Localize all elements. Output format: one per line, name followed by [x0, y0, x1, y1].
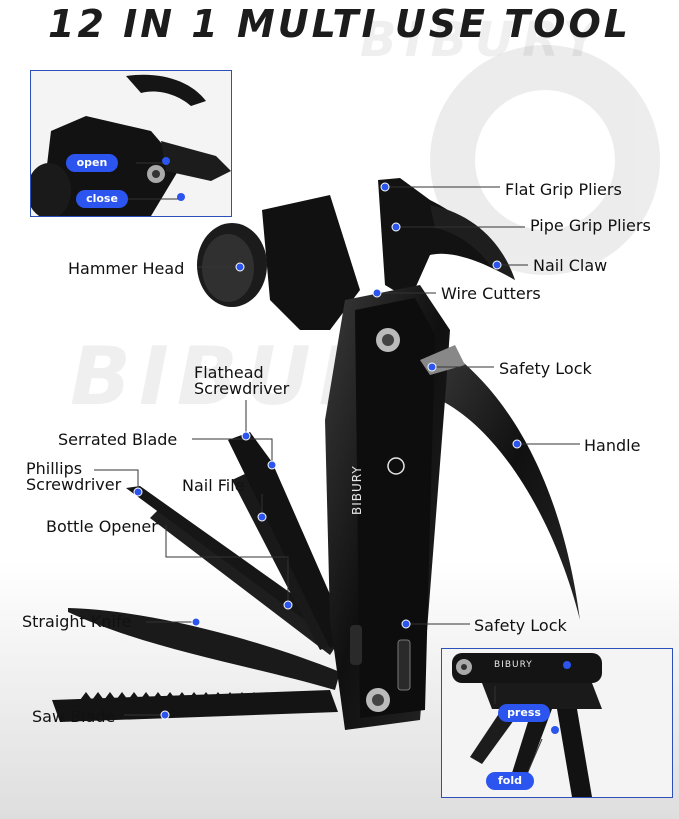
fold-pill: fold: [486, 772, 534, 790]
leader-lines: [94, 186, 580, 716]
bottle-opener: [150, 508, 340, 655]
inset-open-close: open close: [30, 70, 232, 217]
body-bevel: [355, 298, 435, 718]
dot-bottle-opener: [283, 600, 293, 610]
dot-nail-file: [257, 512, 267, 522]
dot-flathead: [241, 431, 251, 441]
label-wire-cutters: Wire Cutters: [441, 284, 541, 303]
label-bottle-opener: Bottle Opener: [46, 517, 158, 536]
label-nail-claw: Nail Claw: [533, 256, 608, 275]
label-flat-grip-pliers: Flat Grip Pliers: [505, 180, 622, 199]
dot-handle: [512, 439, 522, 449]
dot-safety-lock-bottom: [401, 619, 411, 629]
leader-phillips: [94, 469, 139, 492]
bibury-logo-watermark: [430, 45, 660, 275]
label-nail-file: Nail File: [182, 476, 245, 495]
press-pill: press: [498, 704, 550, 722]
label-serrated-blade: Serrated Blade: [58, 430, 178, 449]
dot-straight-knife: [191, 617, 201, 627]
inset-press-fold: BIBURY press fold: [441, 648, 673, 798]
pliers-head: [378, 178, 515, 300]
inset-open-close-art: [31, 74, 231, 216]
label-safety-lock-top: Safety Lock: [499, 359, 592, 378]
dot-nail-claw: [492, 260, 502, 270]
label-flathead-line2: Screwdriver: [194, 379, 290, 398]
dot-wire-cutters: [372, 288, 382, 298]
dot-saw-blade: [160, 710, 170, 720]
serrated-blade: [228, 432, 350, 648]
close-pill: close: [76, 190, 128, 208]
leader-serrated: [192, 438, 273, 465]
dot-flat-grip: [380, 182, 390, 192]
dot-pipe-grip: [391, 222, 401, 232]
label-safety-lock-bottom: Safety Lock: [474, 616, 567, 635]
straight-knife: [68, 608, 340, 690]
label-phillips-line1: Phillips: [26, 459, 83, 478]
watermark-top: BIBURY: [360, 12, 606, 68]
dot-phillips: [133, 487, 143, 497]
brand-logo-mark: [387, 457, 405, 475]
leader-dots: [133, 182, 522, 720]
hammer-body: [262, 195, 360, 330]
label-pipe-grip-pliers: Pipe Grip Pliers: [530, 216, 651, 235]
label-saw-blade: Saw Blade: [32, 707, 116, 726]
safety-lock-slider: [397, 639, 411, 691]
dot-hammer: [235, 262, 245, 272]
tool-handle: [430, 338, 580, 620]
leader-bottle-opener: [165, 525, 289, 605]
open-pill: open: [66, 154, 118, 172]
label-flathead-line1: Flathead: [194, 363, 264, 382]
main-title: 12 IN 1 MULTI USE TOOL: [48, 2, 631, 46]
label-phillips-line2: Screwdriver: [26, 475, 122, 494]
label-hammer-head: Hammer Head: [68, 259, 185, 278]
tool-brand-text: BIBURY: [350, 465, 364, 515]
saw-teeth: [80, 692, 284, 700]
nail-claw: [430, 205, 515, 280]
multitool: [52, 178, 580, 730]
dot-safety-lock-top: [427, 362, 437, 372]
inset-press-fold-art: [452, 653, 602, 797]
inset-brand-text: BIBURY: [494, 660, 533, 670]
label-straight-knife: Straight Knife: [22, 612, 132, 631]
dot-serrated: [267, 460, 277, 470]
label-handle: Handle: [584, 436, 641, 455]
